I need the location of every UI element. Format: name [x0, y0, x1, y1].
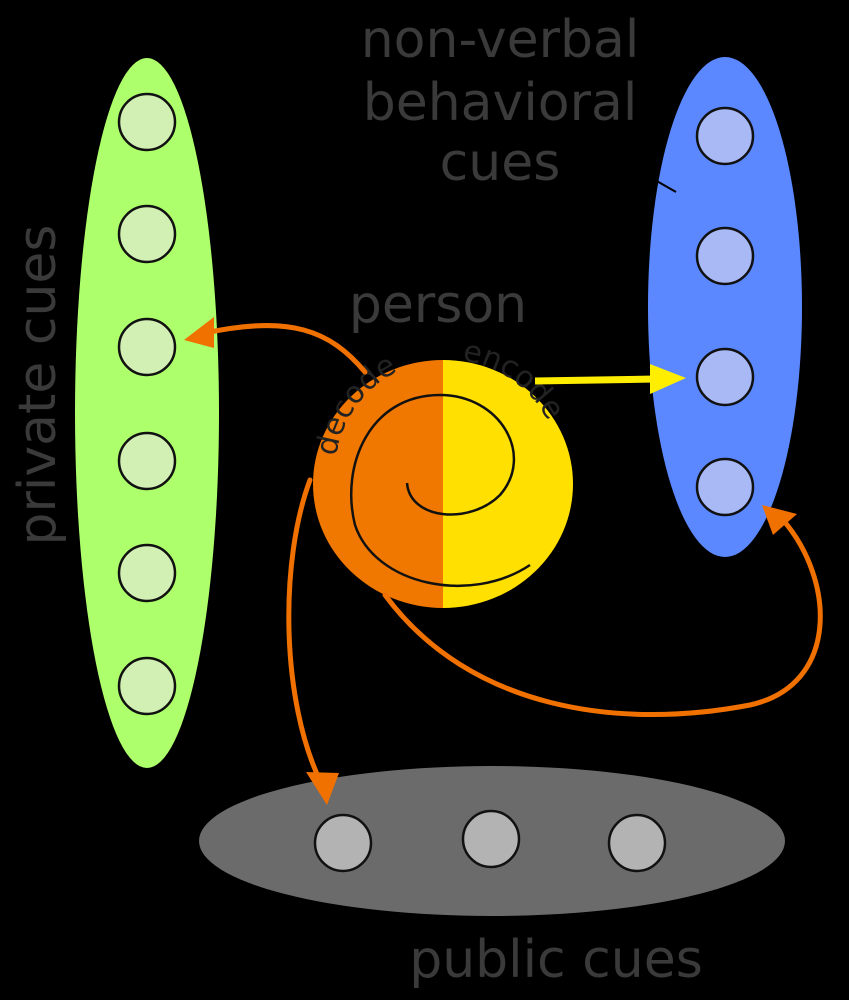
behavioral-cues-title-line2: behavioral: [363, 73, 638, 133]
arrow-to-behavioral-cues: [534, 375, 656, 385]
public-cues-label: public cues: [409, 930, 703, 990]
private-cue-node: [117, 204, 177, 264]
arrowhead-behavioral: [762, 505, 797, 535]
public-cues-nodes: [313, 809, 667, 873]
private-cue-node: [117, 92, 177, 152]
arrow-to-private-cues: [202, 323, 368, 375]
arrow-loop-to-behavioral-cues: [382, 517, 823, 718]
public-cue-node: [461, 809, 521, 869]
behavioral-cue-node: [695, 226, 755, 286]
private-cues-nodes: [117, 92, 177, 716]
arrow-to-public-cues: [286, 477, 325, 788]
private-cue-node: [117, 656, 177, 716]
label-leader-line: [654, 179, 677, 193]
arrowhead-private: [184, 317, 214, 348]
private-cue-node: [117, 317, 177, 377]
behavioral-cue-node: [695, 457, 755, 517]
decode-half: [313, 360, 443, 608]
behavioral-cues-nodes: [695, 106, 755, 517]
behavioral-cues-title-line3: cues: [440, 133, 561, 193]
arrows: [202, 323, 823, 788]
spiral: [350, 393, 531, 587]
person-label: person: [349, 275, 527, 335]
private-cue-node: [117, 543, 177, 603]
private-cues-ellipse: [75, 58, 219, 768]
behavioral-cues-title-line1: non-verbal: [361, 10, 640, 70]
public-cue-node: [607, 813, 667, 873]
arrowhead-public: [306, 772, 339, 805]
private-cue-node: [117, 431, 177, 491]
private-cues-label: private cues: [8, 224, 68, 545]
behavioral-cues-ellipse: [648, 57, 802, 557]
behavioral-cue-node: [695, 106, 755, 166]
public-cue-node: [313, 813, 373, 873]
behavioral-cue-node: [695, 347, 755, 407]
arrowhead-behavioral-yellow: [650, 364, 686, 394]
